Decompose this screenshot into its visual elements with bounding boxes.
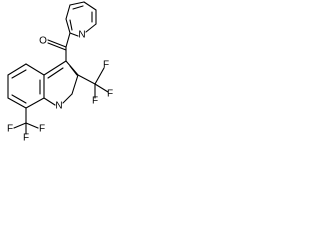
fluorine-label-c8-c: F bbox=[23, 133, 29, 144]
atom-labels: O N N F F F F F F bbox=[7, 30, 113, 144]
carbonyl-group bbox=[47, 32, 71, 62]
bond bbox=[85, 23, 97, 33]
bond bbox=[94, 67, 105, 85]
bond bbox=[47, 39, 67, 48]
fluorine-label-c8-a: F bbox=[7, 124, 13, 135]
quinoline-nitrogen-label: N bbox=[55, 101, 62, 112]
bond bbox=[69, 19, 73, 31]
bond bbox=[43, 60, 67, 76]
chemical-structure-drawing: O N N F F F F F F bbox=[7, 1, 113, 144]
quinoline-hetero-ring bbox=[43, 60, 79, 106]
fluorine-label-c2-b: F bbox=[107, 89, 113, 100]
bond bbox=[65, 4, 71, 20]
pyridine-ring bbox=[65, 1, 97, 37]
bond bbox=[47, 42, 67, 51]
cf3-group-c8 bbox=[13, 107, 39, 135]
quinoline-benzo-ring bbox=[7, 63, 45, 109]
pyridine-nitrogen-label: N bbox=[78, 30, 85, 41]
bond bbox=[69, 65, 78, 76]
oxygen-label: O bbox=[39, 36, 47, 47]
bond bbox=[25, 63, 45, 76]
bond bbox=[94, 83, 109, 93]
bond bbox=[7, 97, 27, 109]
bond bbox=[43, 97, 56, 106]
bond bbox=[11, 69, 27, 79]
bond bbox=[71, 74, 79, 95]
fluorine-label-c2-c: F bbox=[92, 96, 98, 107]
bond bbox=[83, 1, 97, 11]
bond bbox=[69, 32, 79, 37]
bond bbox=[72, 5, 84, 10]
bond bbox=[25, 97, 45, 109]
bond bbox=[47, 67, 64, 79]
fluorine-label-c2-a: F bbox=[103, 60, 109, 71]
bond bbox=[11, 94, 27, 104]
cf3-group-c2 bbox=[77, 67, 109, 99]
bond bbox=[77, 74, 96, 85]
bond bbox=[13, 122, 27, 129]
bond bbox=[65, 18, 71, 34]
bond bbox=[69, 1, 85, 6]
fluorine-label-c8-b: F bbox=[39, 124, 45, 135]
bond bbox=[25, 122, 39, 129]
bond bbox=[65, 32, 71, 48]
bond bbox=[7, 63, 27, 76]
bond bbox=[62, 93, 73, 104]
